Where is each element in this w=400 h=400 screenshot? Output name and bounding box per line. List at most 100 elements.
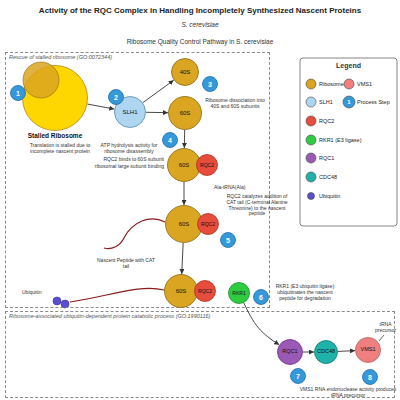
node-shape — [195, 281, 216, 302]
ribosome-subunit: 60S — [164, 274, 198, 308]
legend-swatch — [306, 153, 316, 163]
node-label: VMS1 — [361, 347, 376, 353]
node-label: 1 — [16, 90, 20, 97]
rqc2-protein: RQC2 — [194, 280, 216, 302]
nascent-peptide — [104, 219, 165, 249]
legend-swatch-box — [304, 133, 318, 147]
annotation: RQC2 catalyzes addition of CAT tail (C-t… — [222, 194, 292, 217]
node-text-box: 60S — [167, 148, 201, 182]
node-shape — [169, 97, 202, 130]
annotation: RQC2 binds to 60S subunit — [92, 157, 164, 163]
node-label: 6 — [259, 294, 263, 301]
ubiquitin-symbol — [53, 297, 61, 305]
molecule-label: tRNA precursor — [372, 322, 399, 334]
process-step-number: 8 — [362, 369, 378, 385]
node-label: 4 — [168, 137, 172, 144]
legend-swatch — [306, 116, 316, 126]
node-text-box: 60S — [164, 274, 198, 308]
annotation: ATP hydrolysis activity for ribosome dis… — [96, 143, 162, 155]
node-text-box: RQC2 — [196, 154, 218, 176]
node-text-box: 6 — [253, 289, 269, 305]
vms1-protein: VMS1 — [355, 337, 381, 363]
node-label: 60S — [180, 110, 191, 116]
nascent-peptide — [70, 288, 164, 302]
node-shape — [278, 340, 303, 365]
process-step-number: 2 — [108, 89, 124, 105]
legend-swatch — [344, 79, 354, 89]
node-shape — [291, 369, 306, 384]
node-label: CDC48 — [317, 349, 335, 355]
annotation: VMS1 RNA endonuclease activity produces … — [296, 387, 400, 399]
legend-box — [300, 58, 397, 226]
diagram-title: Activity of the RQC Complex in Handling … — [0, 6, 400, 15]
legend-label: CDC48 — [319, 173, 337, 181]
node-text-box: 8 — [362, 369, 378, 385]
flow-arrow — [87, 104, 114, 109]
legend-swatch — [306, 172, 316, 182]
node-text-box: VMS1 — [355, 337, 381, 363]
node-shape — [356, 338, 381, 363]
node-shape — [165, 275, 198, 308]
node-label: 60S — [176, 288, 187, 294]
node-text-box: 2 — [108, 89, 124, 105]
process-step-number: 1 — [10, 85, 26, 101]
node-shape — [163, 133, 178, 148]
flow-arrow — [184, 182, 185, 205]
ribosome-subunit-symbol — [23, 62, 59, 98]
node-label: 8 — [368, 374, 372, 381]
node-text-box: CDC48 — [314, 340, 338, 364]
node-shape — [221, 233, 236, 248]
flow-arrow — [338, 350, 355, 352]
node-text-box: RQC1 — [277, 339, 303, 365]
node-outline — [22, 65, 88, 131]
ribosome-subunit: 40S — [171, 58, 199, 86]
legend-swatch — [343, 96, 355, 108]
legend-swatch — [306, 135, 316, 145]
process-step-number: 4 — [162, 132, 178, 148]
node-shape — [172, 59, 199, 86]
node-shape — [109, 90, 124, 105]
annotation: RKR1 (E3 ubiquitin ligase) ubiquitinates… — [272, 284, 338, 301]
node-text-box: Ribosome-associated ubiquitin-dependent … — [9, 314, 210, 320]
node-label: 5 — [226, 237, 230, 244]
flow-arrow — [184, 130, 185, 148]
callout-number: 1 — [343, 99, 355, 106]
legend-swatch-box — [304, 151, 318, 165]
legend-swatch — [306, 79, 316, 89]
flow-arrow — [182, 243, 183, 274]
leader-line — [379, 335, 384, 341]
node-shape — [11, 86, 26, 101]
node-label: RQC2 — [200, 163, 214, 168]
legend-label: Ubiquitin — [319, 192, 340, 200]
node-text-box: 5 — [220, 232, 236, 248]
node-shape — [363, 370, 378, 385]
node-shape — [254, 290, 269, 305]
node-label: RQC2 — [198, 289, 212, 294]
legend-label: Ribosome — [319, 80, 344, 88]
node-text-box: 40S — [171, 58, 199, 86]
subtitle: Ribosome Quality Control Pathway in S. c… — [0, 38, 400, 45]
subtitle: S. cerevisiae — [0, 21, 400, 28]
molecule-label: Nascent Peptide with CAT tail — [96, 258, 156, 270]
node-shape — [197, 155, 218, 176]
node-label: 60S — [179, 162, 190, 168]
process-step-number: 5 — [220, 232, 236, 248]
node-label: 7 — [296, 373, 300, 380]
ubiquitin-symbol — [61, 300, 69, 308]
legend-swatch-box — [304, 77, 318, 91]
legend-swatch-box — [304, 189, 318, 203]
flow-arrow — [244, 303, 279, 345]
annotation: ribosomal large subunit binding — [92, 164, 164, 170]
node-text-box: RQC2 — [194, 280, 216, 302]
node-shape — [203, 77, 218, 92]
legend-swatch-box — [342, 77, 356, 91]
flow-arrow — [146, 112, 168, 113]
node-label: Ribosome-associated ubiquitin-dependent … — [9, 313, 210, 319]
rkr1-ligase: RKR1 — [228, 282, 250, 304]
legend-label: RQC1 — [319, 154, 334, 162]
node-text-box: Stalled Ribosome — [28, 133, 83, 140]
node-text-box: 1 — [10, 85, 26, 101]
